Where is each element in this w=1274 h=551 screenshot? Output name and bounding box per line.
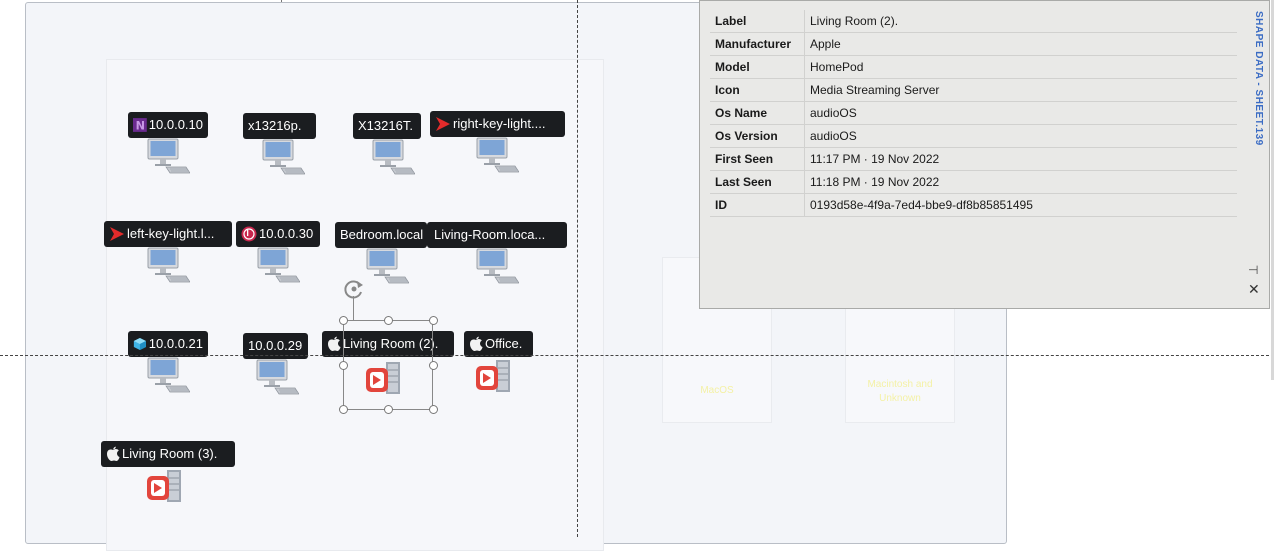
container-shape[interactable] <box>106 59 604 551</box>
ghost-card-text: Macintosh and Unknown <box>867 379 933 404</box>
device-label: x13216p. <box>243 113 316 139</box>
scrollbar[interactable] <box>1271 0 1274 380</box>
close-icon[interactable]: ✕ <box>1248 281 1260 297</box>
device-label: Living Room (3). <box>101 441 235 467</box>
svg-text:N: N <box>136 119 145 132</box>
lg-logo-icon <box>241 226 257 242</box>
homepod-icon <box>474 358 518 394</box>
panel-title: SHAPE DATA - SHEET.139 <box>1253 11 1264 146</box>
device-label: 10.0.0.29 <box>243 333 308 359</box>
device-node[interactable]: Living-Room.loca... <box>427 222 567 302</box>
device-node[interactable]: 10.0.0.21 <box>128 331 248 411</box>
device-node[interactable]: right-key-light.... <box>430 111 565 191</box>
device-label: Office. <box>464 331 533 357</box>
onenote-n-icon: N <box>133 118 147 132</box>
horizontal-guide[interactable] <box>0 355 1274 356</box>
apple-icon <box>107 446 120 461</box>
device-label: 10.0.0.30 <box>236 221 320 247</box>
device-node[interactable]: Living Room (3). <box>101 441 235 521</box>
ruler-tick <box>281 0 282 3</box>
resize-handle-se[interactable] <box>429 405 438 414</box>
computer-icon <box>261 139 305 175</box>
device-label: 10.0.0.21 <box>128 331 208 357</box>
computer-icon <box>146 357 190 393</box>
device-node[interactable]: 10.0.0.29 <box>243 333 363 413</box>
pin-icon[interactable]: ⊣ <box>1248 263 1259 277</box>
ghost-card-text: MacOS <box>700 385 734 396</box>
blue-cube-icon <box>133 337 146 351</box>
resize-handle-sw[interactable] <box>339 405 348 414</box>
selection-box[interactable] <box>343 320 433 410</box>
resize-handle-e[interactable] <box>429 361 438 370</box>
device-node[interactable]: N 10.0.0.10 <box>128 112 248 192</box>
red-chevron-icon <box>436 117 450 131</box>
computer-icon <box>146 247 190 283</box>
device-label: left-key-light.l... <box>104 221 232 247</box>
red-chevron-icon <box>110 227 124 241</box>
rotation-stem <box>353 296 354 320</box>
device-label: X13216T. <box>353 113 421 139</box>
device-node[interactable]: 10.0.0.30 <box>236 221 356 301</box>
device-node[interactable]: x13216p. <box>243 113 363 193</box>
resize-handle-ne[interactable] <box>429 316 438 325</box>
apple-icon <box>328 336 341 351</box>
device-node[interactable]: X13216T. <box>353 113 473 193</box>
computer-icon <box>256 247 300 283</box>
computer-icon <box>475 137 519 173</box>
resize-handle-s[interactable] <box>384 405 393 414</box>
vertical-guide[interactable] <box>577 0 578 537</box>
computer-icon <box>475 248 519 284</box>
resize-handle-nw[interactable] <box>339 316 348 325</box>
device-node[interactable]: Bedroom.local <box>335 222 455 302</box>
device-label: right-key-light.... <box>430 111 565 137</box>
rotate-handle-icon[interactable] <box>341 277 367 301</box>
apple-icon <box>470 336 483 351</box>
computer-icon <box>365 248 409 284</box>
computer-icon <box>371 139 415 175</box>
homepod-icon <box>145 468 189 504</box>
device-label: Living-Room.loca... <box>427 222 567 248</box>
device-label: N 10.0.0.10 <box>128 112 208 138</box>
computer-icon <box>255 359 299 395</box>
device-node[interactable]: Office. <box>464 331 584 411</box>
computer-icon <box>146 138 190 174</box>
device-node[interactable]: left-key-light.l... <box>104 221 232 301</box>
device-label: Bedroom.local <box>335 222 427 248</box>
resize-handle-n[interactable] <box>384 316 393 325</box>
resize-handle-w[interactable] <box>339 361 348 370</box>
